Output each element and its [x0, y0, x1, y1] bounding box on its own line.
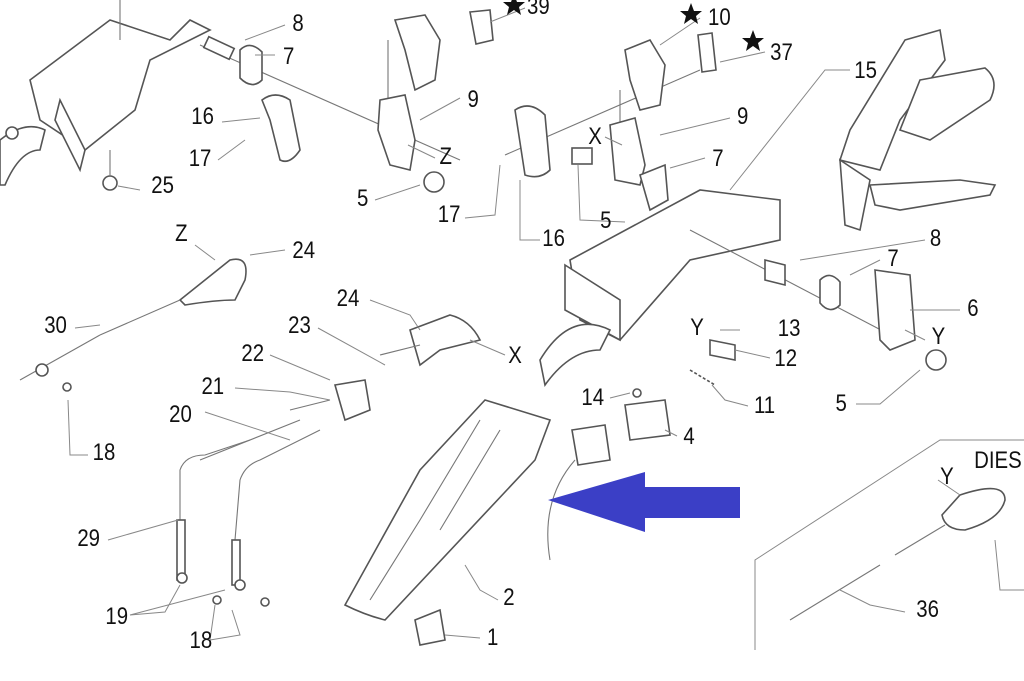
- left-handle-housing: [0, 0, 212, 191]
- callout-label: 39: [527, 0, 550, 19]
- callout-label: 23: [288, 311, 311, 338]
- callout-label: 13: [778, 314, 801, 341]
- leader-lines: [67, 7, 961, 641]
- callout-label: 9: [737, 102, 748, 129]
- callout-label: 8: [292, 9, 303, 36]
- callout-label: 36: [916, 595, 939, 622]
- callout-label: 17: [189, 144, 212, 171]
- diesel-inset: [754, 439, 1024, 650]
- callout-label: X: [588, 122, 602, 149]
- callout-label: 7: [283, 42, 294, 69]
- callout-label: 16: [542, 224, 565, 251]
- callout-label: 20: [169, 400, 192, 427]
- callout-label: 4: [683, 422, 694, 449]
- callout-label: 19: [105, 602, 128, 629]
- callout-label: 8: [930, 224, 941, 251]
- callout-label: 18: [93, 438, 116, 465]
- callout-label: X: [508, 341, 522, 368]
- callout-label: 5: [357, 184, 368, 211]
- callout-label: 29: [77, 524, 100, 551]
- callout-label: 7: [712, 144, 723, 171]
- callout-label: 5: [600, 206, 611, 233]
- callout-label: 2: [503, 583, 514, 610]
- callout-label: 37: [770, 38, 793, 65]
- callout-label: 22: [241, 339, 264, 366]
- callout-label: 12: [774, 344, 797, 371]
- callout-label: Y: [690, 313, 704, 340]
- callout-label: 5: [836, 389, 847, 416]
- blue-pointer-arrow: [548, 472, 740, 532]
- star-icon: [680, 3, 702, 24]
- callout-label: 18: [190, 626, 213, 653]
- cable-assembly: [19, 258, 482, 607]
- callout-label: 25: [151, 171, 174, 198]
- inset-title-diesel: DIES: [974, 446, 1022, 473]
- callout-label: 15: [854, 56, 877, 83]
- callout-label: 7: [887, 244, 898, 271]
- callout-label: Z: [175, 219, 187, 246]
- callout-label: 16: [191, 102, 214, 129]
- callout-label: 17: [438, 200, 461, 227]
- star-icons: [503, 0, 764, 51]
- callout-label: 10: [708, 3, 731, 30]
- callout-label: 21: [201, 372, 224, 399]
- callout-label: 24: [292, 236, 315, 263]
- callout-label: 6: [967, 294, 978, 321]
- callout-labels: 8 7 39 9 16 17 Z 25 5 10 37 15 9 X 7 17 …: [44, 0, 1021, 653]
- star-icon: [503, 0, 525, 15]
- callout-label: 30: [44, 311, 67, 338]
- callout-label: Y: [940, 462, 954, 489]
- callout-label: Y: [932, 322, 946, 349]
- callout-label: 11: [754, 391, 775, 418]
- lever-assembly-right: [504, 32, 717, 212]
- callout-label: 14: [581, 383, 604, 410]
- star-icon: [742, 30, 764, 51]
- callout-label: Z: [439, 142, 451, 169]
- callout-label: 9: [468, 85, 479, 112]
- callout-label: 1: [487, 623, 498, 650]
- lever-assembly-left: [199, 9, 494, 193]
- callout-label: 24: [337, 284, 360, 311]
- cover-part: [343, 399, 611, 646]
- right-handle-assembly: [539, 28, 997, 441]
